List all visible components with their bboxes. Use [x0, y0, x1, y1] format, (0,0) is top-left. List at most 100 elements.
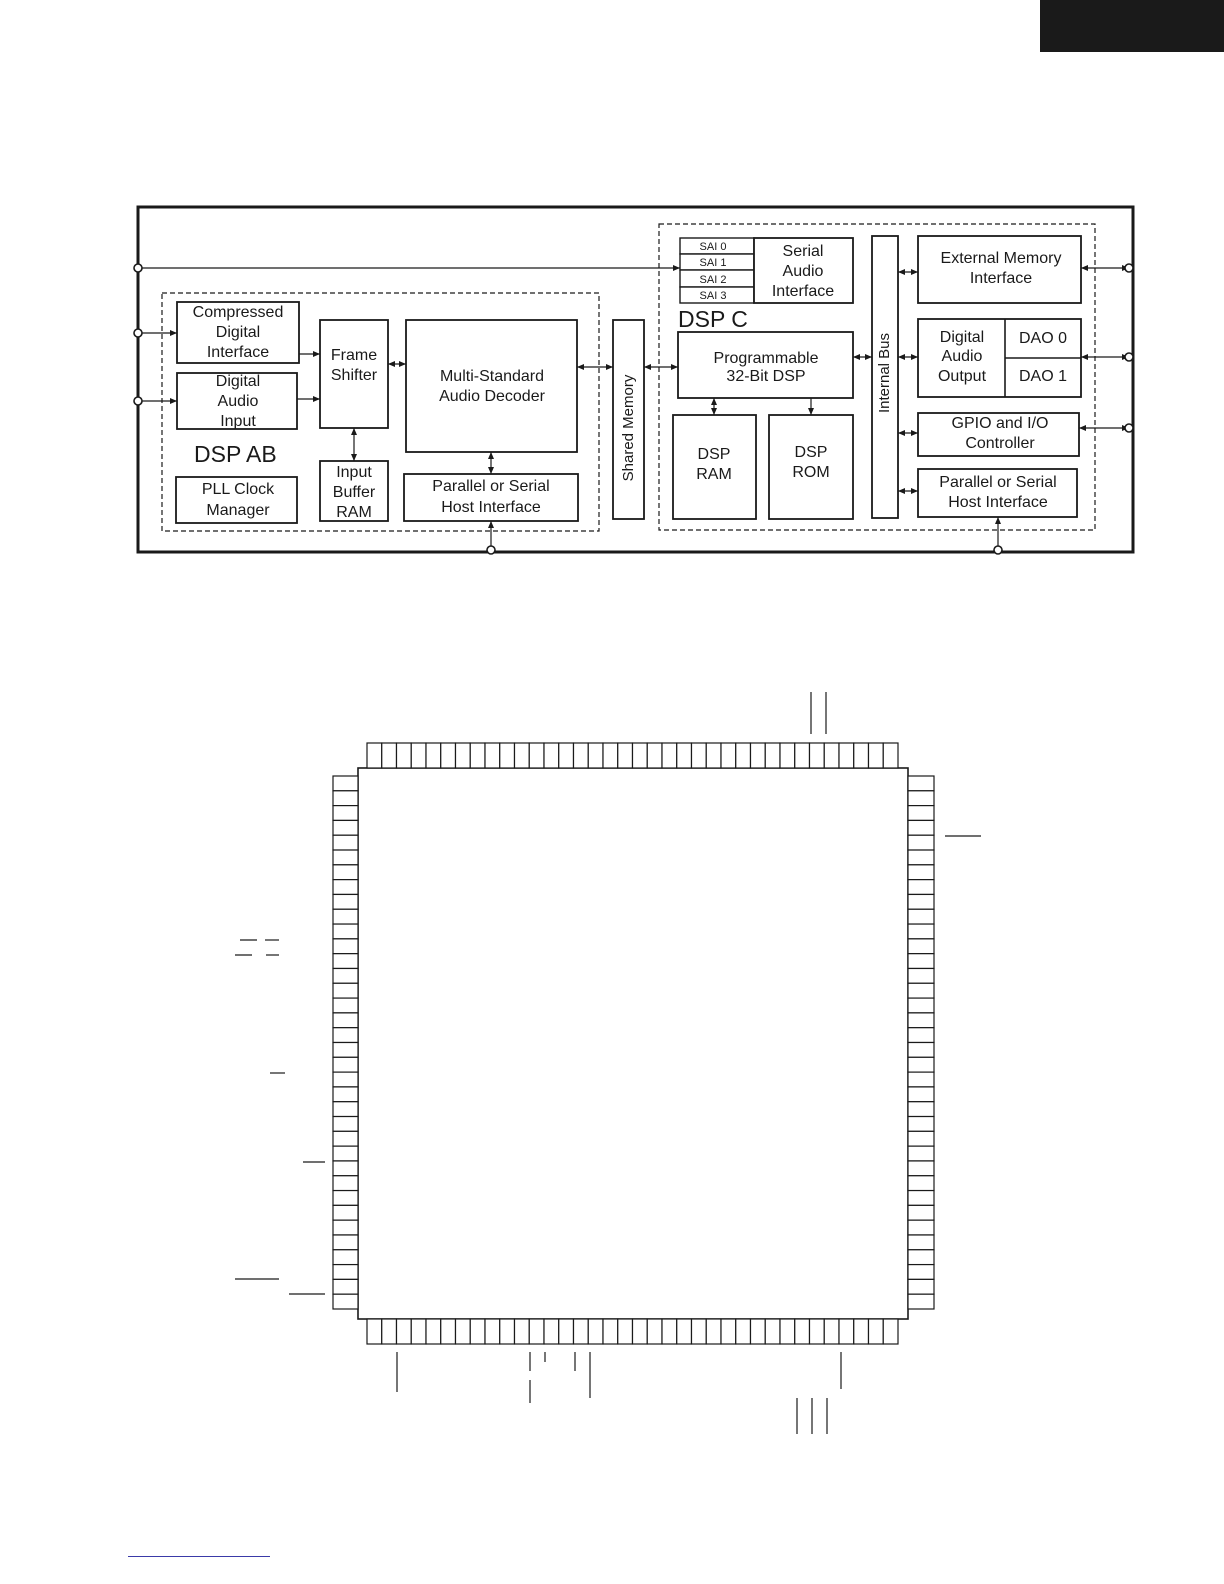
pin-left	[332, 908, 359, 925]
pin-bottom	[381, 1318, 398, 1345]
port-circles	[133, 263, 1134, 555]
pin-right	[907, 1130, 935, 1147]
pin-right	[907, 1278, 935, 1295]
sai-block-line-3: Interface	[772, 283, 834, 300]
pin-left	[332, 1115, 359, 1132]
pin-bottom	[528, 1318, 545, 1345]
ext-mem-line-1: External Memory	[941, 250, 1062, 267]
pin-left	[332, 864, 359, 881]
pins-right-column	[907, 775, 935, 1310]
dsp-rom-block: DSP ROM	[768, 414, 854, 520]
pin-left	[332, 805, 359, 822]
pin-top	[779, 742, 796, 769]
pin-right	[907, 1219, 935, 1236]
pin-right	[907, 1189, 935, 1206]
pin-top	[823, 742, 840, 769]
pin-right	[907, 982, 935, 999]
pin-left	[332, 849, 359, 866]
prog-dsp-line-1: Programmable	[714, 350, 819, 367]
pin-bottom	[395, 1318, 412, 1345]
prog-dsp-line-2: 32-Bit DSP	[726, 368, 805, 385]
pll-line-1: PLL Clock	[202, 481, 275, 498]
pin-left	[332, 1234, 359, 1251]
ibr-line-2: Buffer	[333, 484, 376, 501]
pin-left	[332, 1130, 359, 1147]
pin-right	[907, 893, 935, 910]
pin-right	[907, 1012, 935, 1029]
sai-0-label: SAI 0	[700, 241, 727, 253]
pin-right	[907, 1101, 935, 1118]
pin-top	[454, 742, 471, 769]
pin-right	[907, 908, 935, 925]
pin-top	[499, 742, 516, 769]
pin-right	[907, 1086, 935, 1103]
pin-left	[332, 982, 359, 999]
pin-right	[907, 997, 935, 1014]
pin-right	[907, 1263, 935, 1280]
pin-top	[543, 742, 560, 769]
pin-top	[631, 742, 648, 769]
pin-top	[381, 742, 398, 769]
pin-right	[907, 1175, 935, 1192]
internal-bus-block: Internal Bus	[871, 235, 899, 519]
dsp-ram-line-1: DSP	[698, 446, 731, 463]
pin-left	[332, 790, 359, 807]
decoder-line-1: Multi-Standard	[440, 368, 544, 385]
dao-1-label: DAO 1	[1019, 368, 1067, 385]
dsp-ram-line-2: RAM	[696, 466, 732, 483]
dsp-ab-host-interface-block: Parallel or Serial Host Interface	[403, 473, 579, 522]
digital-audio-input-block: Digital Audio Input	[176, 372, 298, 430]
dao-line-1: Digital	[940, 329, 984, 346]
sai-block-line-1: Serial	[783, 243, 824, 260]
pin-left	[332, 967, 359, 984]
pin-right	[907, 1293, 935, 1310]
pins-bottom-row	[366, 1318, 899, 1345]
audio-decoder-block: Multi-Standard Audio Decoder	[405, 319, 578, 453]
pin-top	[882, 742, 899, 769]
frame-shifter-block: Frame Shifter	[319, 319, 389, 429]
pin-right	[907, 775, 935, 792]
pin-right	[907, 1204, 935, 1221]
pin-bottom	[838, 1318, 855, 1345]
pin-bottom	[690, 1318, 707, 1345]
chip-body	[357, 767, 909, 1320]
sai-block-line-2: Audio	[783, 263, 824, 280]
pin-top	[395, 742, 412, 769]
ab-host-line-1: Parallel or Serial	[432, 478, 549, 495]
signal-marker-lines	[235, 692, 981, 1434]
pin-right	[907, 1160, 935, 1177]
pin-left	[332, 775, 359, 792]
pin-top	[572, 742, 589, 769]
pll-line-2: Manager	[206, 502, 270, 519]
pin-bottom	[499, 1318, 516, 1345]
dao-line-3: Output	[938, 368, 987, 385]
pin-left	[332, 1012, 359, 1029]
pin-top	[690, 742, 707, 769]
pin-top	[853, 742, 870, 769]
block-diagram: DSP AB Compressed Digital Interface Digi…	[133, 205, 1135, 555]
pin-bottom	[484, 1318, 501, 1345]
pin-top	[646, 742, 663, 769]
pin-bottom	[454, 1318, 471, 1345]
dsp-c-host-interface-block: Parallel or Serial Host Interface	[917, 468, 1078, 518]
pin-bottom	[779, 1318, 796, 1345]
pin-right	[907, 1234, 935, 1251]
pin-left	[332, 834, 359, 851]
pin-bottom	[425, 1318, 442, 1345]
pin-bottom	[440, 1318, 457, 1345]
pin-right	[907, 1249, 935, 1266]
pin-top	[735, 742, 752, 769]
footer-link-rule[interactable]	[128, 1556, 270, 1557]
pin-left	[332, 1219, 359, 1236]
pin-right	[907, 1145, 935, 1162]
pin-top	[808, 742, 825, 769]
pin-left	[332, 923, 359, 940]
pin-left	[332, 1293, 359, 1310]
pin-right	[907, 805, 935, 822]
connection-lines	[138, 265, 1129, 549]
shared-memory-label: Shared Memory	[620, 374, 637, 481]
pin-right	[907, 879, 935, 896]
pin-left	[332, 1041, 359, 1058]
pin-top	[764, 742, 781, 769]
dsp-ram-block: DSP RAM	[672, 414, 757, 520]
